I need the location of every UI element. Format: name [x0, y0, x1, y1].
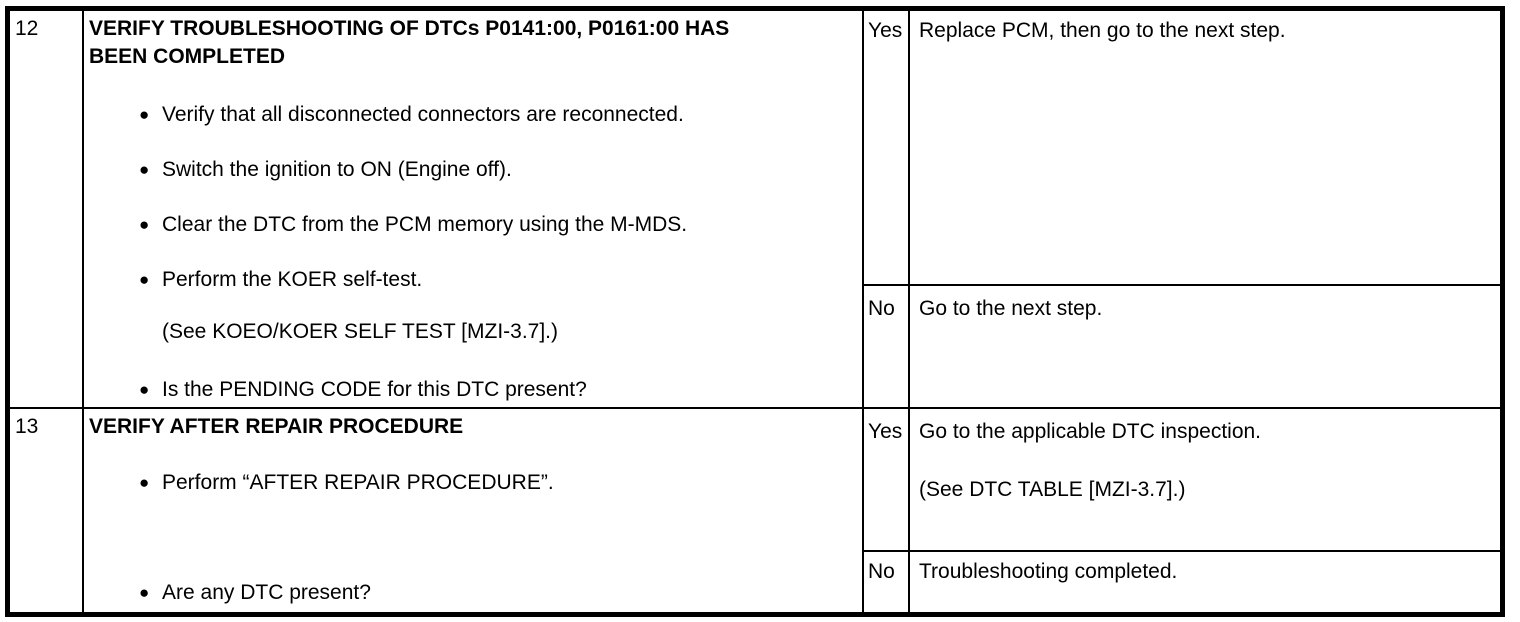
bullet-icon	[139, 472, 149, 494]
action-note-item: (See KOEO/KOER SELF TEST [MZI-3.7].)	[89, 321, 858, 343]
action-bullet-item: Perform “AFTER REPAIR PROCEDURE”.	[89, 472, 858, 494]
action-bullet-item: Verify that all disconnected connectors …	[89, 104, 858, 126]
result-action-cell: Go to the next step.	[910, 286, 1500, 407]
result-action-cell: Replace PCM, then go to the next step.	[910, 11, 1500, 284]
action-bullet-text: Is the PENDING CODE for this DTC present…	[162, 378, 587, 401]
answer-label: Yes	[868, 19, 903, 42]
action-bullet-text: Verify that all disconnected connectors …	[162, 103, 684, 126]
action-bullet-text: Switch the ignition to ON (Engine off).	[162, 158, 512, 181]
results-cell: Yes Go to the applicable DTC inspection.…	[864, 409, 1500, 612]
table-row-step-12: 12 VERIFY TROUBLESHOOTING OF DTCs P0141:…	[10, 11, 1500, 409]
bullet-icon	[139, 379, 149, 401]
action-title-line: VERIFY TROUBLESHOOTING OF DTCs P0141:00,…	[89, 17, 730, 40]
answer-label: Yes	[868, 420, 903, 443]
answer-cell: Yes	[864, 11, 910, 284]
action-bullet-item: Clear the DTC from the PCM memory using …	[89, 214, 858, 236]
action-bullet-item: Switch the ignition to ON (Engine off).	[89, 159, 858, 181]
bullet-icon	[139, 214, 149, 236]
result-action-text: (See DTC TABLE [MZI-3.7].)	[919, 478, 1186, 501]
results-cell: Yes Replace PCM, then go to the next ste…	[864, 11, 1500, 407]
result-row-no: No Go to the next step.	[864, 286, 1500, 407]
step-number-cell: 13	[10, 409, 84, 612]
bullet-icon	[139, 159, 149, 181]
action-bullet-text: Clear the DTC from the PCM memory using …	[162, 213, 688, 236]
result-action-text: Troubleshooting completed.	[919, 560, 1178, 583]
action-title-line: VERIFY AFTER REPAIR PROCEDURE	[89, 415, 464, 438]
action-cell: VERIFY TROUBLESHOOTING OF DTCs P0141:00,…	[84, 11, 864, 407]
action-title: VERIFY AFTER REPAIR PROCEDURE	[89, 413, 858, 441]
step-number-cell: 12	[10, 11, 84, 407]
table-row-step-13: 13 VERIFY AFTER REPAIR PROCEDURE Perform…	[10, 409, 1500, 612]
action-title-line: BEEN COMPLETED	[89, 45, 286, 68]
action-bullet-text: Perform the KOER self-test.	[162, 268, 423, 291]
bullet-icon	[139, 582, 149, 604]
result-action-text: Replace PCM, then go to the next step.	[919, 19, 1286, 42]
action-bullet-item: Perform the KOER self-test.	[89, 269, 858, 291]
result-action-cell: Troubleshooting completed.	[910, 552, 1500, 612]
answer-label: No	[868, 297, 895, 320]
result-action-text: Go to the next step.	[919, 297, 1103, 320]
action-bullet-text: Are any DTC present?	[162, 581, 371, 604]
step-number: 13	[15, 415, 39, 438]
action-bullet-item: Are any DTC present?	[89, 582, 858, 604]
answer-label: No	[868, 560, 895, 583]
result-row-yes: Yes Go to the applicable DTC inspection.…	[864, 409, 1500, 552]
result-action-text: Go to the applicable DTC inspection.	[919, 420, 1262, 443]
result-row-no: No Troubleshooting completed.	[864, 552, 1500, 612]
action-cell: VERIFY AFTER REPAIR PROCEDURE Perform “A…	[84, 409, 864, 612]
bullet-icon	[139, 104, 149, 126]
result-action-cell: Go to the applicable DTC inspection. (Se…	[910, 409, 1500, 550]
answer-cell: Yes	[864, 409, 910, 550]
action-note-text: (See KOEO/KOER SELF TEST [MZI-3.7].)	[162, 320, 558, 343]
result-row-yes: Yes Replace PCM, then go to the next ste…	[864, 11, 1500, 286]
step-number: 12	[15, 17, 39, 40]
action-bullet-item: Is the PENDING CODE for this DTC present…	[89, 379, 858, 401]
action-bullet-text: Perform “AFTER REPAIR PROCEDURE”.	[162, 471, 554, 494]
answer-cell: No	[864, 286, 910, 407]
answer-cell: No	[864, 552, 910, 612]
action-title: VERIFY TROUBLESHOOTING OF DTCs P0141:00,…	[89, 15, 858, 71]
bullet-icon	[139, 269, 149, 291]
troubleshooting-table: 12 VERIFY TROUBLESHOOTING OF DTCs P0141:…	[5, 6, 1505, 617]
